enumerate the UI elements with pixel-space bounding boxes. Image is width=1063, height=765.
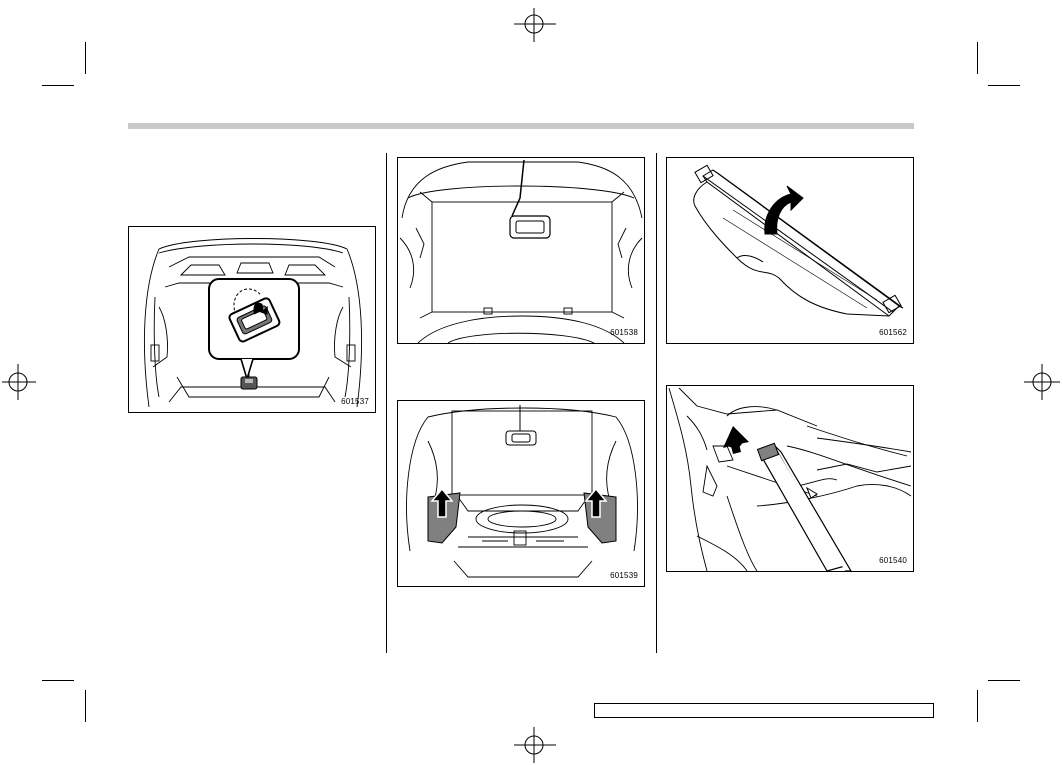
crop-mark-bottom-left-h	[42, 680, 74, 681]
figure-code: 601562	[879, 328, 907, 337]
crop-mark-top-left-v	[85, 42, 86, 74]
registration-mark-icon	[1024, 364, 1060, 400]
up-arrow-icon	[584, 487, 608, 518]
figure-cargo-area: 601537	[128, 226, 376, 413]
registration-mark-icon	[514, 727, 556, 763]
registration-mark-icon	[514, 8, 556, 42]
registration-mark-icon	[2, 364, 36, 400]
figure-code: 601538	[610, 328, 638, 337]
column-divider-left	[386, 153, 387, 653]
tonneau-extended-illustration	[399, 159, 643, 343]
tonneau-rolled-illustration	[693, 164, 904, 317]
figure-tonneau-extended: 601538	[397, 157, 645, 344]
crop-mark-bottom-right-v	[977, 690, 978, 722]
crop-mark-bottom-right-h	[988, 680, 1020, 681]
footer-box	[594, 703, 934, 718]
side-trays-illustration	[406, 405, 638, 578]
figure-code: 601539	[610, 571, 638, 580]
cargo-area-illustration	[143, 238, 363, 408]
figure-code: 601537	[341, 397, 369, 406]
cover-holder-illustration	[668, 387, 912, 571]
column-divider-right	[656, 153, 657, 653]
crop-mark-bottom-left-v	[85, 690, 86, 722]
up-arrow-icon	[430, 487, 454, 518]
crop-mark-top-right-v	[977, 42, 978, 74]
figure-cover-holder: 601540	[666, 385, 914, 572]
crop-mark-top-right-h	[988, 85, 1020, 86]
figure-code: 601540	[879, 556, 907, 565]
figure-side-trays: 601539	[397, 400, 645, 587]
crop-mark-top-left-h	[42, 85, 74, 86]
figure-tonneau-rolled: 601562	[666, 157, 914, 344]
header-bar	[128, 123, 914, 129]
